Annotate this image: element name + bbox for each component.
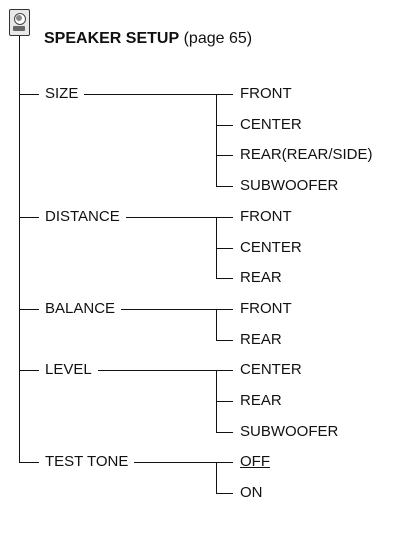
speaker-cone-shape	[16, 15, 22, 21]
category-distance: DISTANCE	[45, 207, 120, 225]
option-connector	[216, 124, 233, 126]
option-rear-rear-side: REAR(REAR/SIDE)	[240, 146, 373, 164]
option-center: CENTER	[240, 238, 302, 256]
option-rear: REAR	[240, 330, 282, 348]
option-rear: REAR	[240, 269, 282, 287]
option-center: CENTER	[240, 115, 302, 133]
option-connector	[216, 431, 233, 433]
speaker-icon	[9, 9, 30, 36]
option-connector	[216, 278, 233, 280]
option-center: CENTER	[240, 361, 302, 379]
speaker-base-shape	[13, 26, 25, 31]
option-branch-line	[216, 94, 217, 188]
page-title: SPEAKER SETUP (page 65)	[44, 30, 252, 48]
option-connector	[216, 308, 233, 310]
main-trunk-line	[19, 36, 20, 464]
option-branch-line	[216, 462, 217, 495]
title-page-ref: (page 65)	[179, 30, 253, 47]
category-balance: BALANCE	[45, 299, 116, 317]
option-off: OFF	[240, 453, 270, 471]
option-connector	[216, 247, 233, 249]
category-connector	[19, 308, 39, 310]
option-connector	[216, 94, 233, 95]
option-front: FRONT	[240, 207, 292, 225]
option-front: FRONT	[240, 85, 292, 102]
category-connector	[19, 216, 39, 218]
option-connector	[216, 493, 233, 495]
option-subwoofer: SUBWOOFER	[240, 177, 339, 195]
option-connector	[216, 339, 233, 341]
category-connector	[19, 370, 39, 372]
option-connector	[216, 186, 233, 188]
option-branch-line	[216, 308, 217, 341]
category-leader-line	[121, 308, 216, 310]
category-leader-line	[125, 216, 216, 218]
category-connector	[19, 462, 39, 464]
option-subwoofer: SUBWOOFER	[240, 422, 339, 440]
category-level: LEVEL	[45, 361, 92, 379]
category-leader-line	[134, 462, 216, 464]
option-on: ON	[240, 484, 263, 502]
option-rear: REAR	[240, 392, 282, 409]
title-bold: SPEAKER SETUP	[44, 30, 180, 47]
category-leader-line	[84, 94, 216, 95]
category-leader-line	[97, 370, 216, 372]
option-connector	[216, 370, 233, 372]
category-test-tone: TEST TONE	[45, 453, 129, 471]
option-front: FRONT	[240, 299, 292, 317]
category-connector	[19, 94, 39, 95]
option-connector	[216, 216, 233, 218]
category-size: SIZE	[45, 85, 79, 102]
option-connector	[216, 155, 233, 157]
option-connector	[216, 401, 233, 402]
option-connector	[216, 462, 233, 464]
